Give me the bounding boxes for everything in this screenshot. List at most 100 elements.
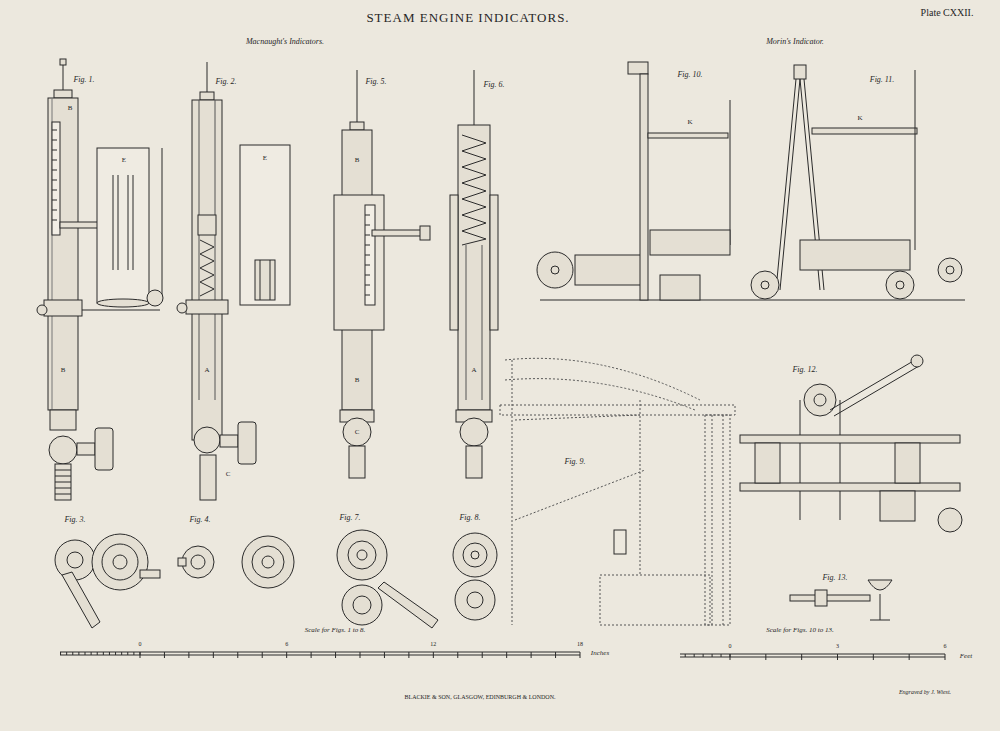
figure-label: Fig. 3. — [64, 516, 85, 524]
fig-10-morin-indicator-part — [551, 266, 559, 274]
fig-5-indicator-part — [349, 446, 365, 478]
scale-bars-part — [60, 652, 61, 655]
scale-bars-part — [66, 652, 67, 655]
fig-2-indicator-section-part — [200, 92, 214, 100]
fig-9-beam-engine-part — [515, 415, 645, 520]
fig-10-morin-indicator — [537, 62, 740, 300]
fig-11-morin-indicator-part — [794, 65, 806, 79]
fig-1-indicator-part — [44, 300, 82, 316]
fig-1-indicator-part — [52, 130, 57, 220]
plan-views-part — [182, 546, 214, 578]
plan-views-part — [467, 592, 483, 608]
scale-unit: Inches — [591, 650, 609, 657]
fig-1-indicator-part — [50, 410, 76, 430]
figure-label: Fig. 4. — [189, 516, 210, 524]
fig-2-indicator-section-part — [192, 100, 222, 440]
fig-2-indicator-section-part — [220, 435, 238, 447]
plan-views-part — [378, 582, 438, 628]
scale-bars-part — [721, 654, 722, 657]
scale-bars — [60, 652, 945, 660]
scale-bars-part — [109, 652, 110, 655]
scale-bars-part — [703, 654, 704, 657]
plan-views — [55, 530, 497, 628]
fig-11-morin-indicator-part — [915, 70, 916, 250]
fig-2-indicator-section-part — [194, 427, 220, 453]
fig-1-indicator — [37, 59, 163, 500]
figure-label: Fig. 5. — [365, 78, 386, 86]
plan-views-part — [252, 546, 284, 578]
plan-views-part — [348, 541, 376, 569]
scale-bars-part — [103, 652, 104, 655]
fig-2-indicator-section-part — [255, 260, 275, 300]
scale-caption: Scale for Figs. 1 to 8. — [305, 627, 365, 634]
fig-9-beam-engine-part — [512, 360, 513, 625]
scale-bars-part — [140, 652, 141, 655]
scale-bars-part — [730, 654, 731, 657]
fig-2-indicator-section-part — [260, 260, 270, 300]
scale-bars-part — [680, 657, 945, 658]
fig-9-beam-engine-part — [505, 358, 700, 400]
plate-number: Plate CXXII. — [921, 8, 974, 18]
fig-5-indicator-part — [420, 226, 430, 240]
fig-9-beam-engine-part — [712, 415, 723, 625]
scale-number: 3 — [836, 643, 839, 649]
scale-caption: Scale for Figs. 10 to 13. — [766, 627, 833, 634]
figure-label: Fig. 13. — [822, 574, 847, 582]
section-heading: Morin's Indicator. — [766, 38, 824, 46]
scale-bars-part — [115, 652, 116, 655]
fig-1-indicator-part — [60, 59, 66, 65]
fig-10-morin-indicator-part — [575, 255, 645, 285]
fig-1-indicator-part — [54, 90, 72, 98]
fig-11-morin-indicator-part — [800, 240, 910, 270]
plan-views-part — [262, 556, 274, 568]
plan-views-part — [337, 530, 387, 580]
fig-1-indicator-part — [52, 122, 60, 235]
scale-bars-part — [85, 652, 86, 655]
part-letter: A — [204, 367, 209, 374]
fig-13-detail-part — [880, 594, 881, 620]
publisher-imprint: BLACKIE & SON, GLASGOW, EDINBURGH & LOND… — [405, 694, 556, 700]
figure-label: Fig. 6. — [483, 81, 504, 89]
fig-1-indicator-part — [147, 290, 163, 306]
fig-2-indicator-section-part — [200, 240, 214, 296]
figure-label: Fig. 2. — [215, 78, 236, 86]
figure-label: Fig. 9. — [564, 458, 585, 466]
fig-6-indicator-section-part — [490, 195, 498, 330]
scale-bars-part — [433, 652, 434, 658]
scale-number: 12 — [430, 641, 436, 647]
scale-bars-part — [408, 652, 409, 658]
scale-bars-part — [60, 655, 580, 656]
fig-2-indicator-section-part — [240, 145, 290, 305]
fig-12-morin-plan-part — [804, 384, 836, 416]
scale-number: 6 — [944, 643, 947, 649]
scale-bars-part — [127, 652, 128, 655]
figure-label: Fig. 12. — [792, 366, 817, 374]
fig-12-morin-plan-part — [814, 394, 826, 406]
scale-number: 6 — [285, 641, 288, 647]
fig-6-indicator-section-part — [466, 446, 482, 478]
fig-2-indicator-section-part — [198, 215, 216, 235]
scale-bars-part — [311, 652, 312, 658]
fig-11-morin-indicator-part — [938, 258, 962, 282]
scale-bars-part — [555, 652, 556, 658]
fig-12-morin-plan-part — [740, 435, 960, 443]
fig-11-morin-indicator-part — [740, 300, 965, 301]
fig-1-indicator-part — [113, 175, 133, 270]
figure-label: Fig. 1. — [73, 76, 94, 84]
fig-5-indicator-part — [365, 215, 370, 295]
scale-bars-part — [873, 654, 874, 660]
scale-unit: Feet — [960, 653, 972, 660]
scale-number: 18 — [577, 641, 583, 647]
fig-1-indicator-part — [162, 148, 163, 300]
scale-bars-part — [730, 654, 731, 660]
scale-bars-part — [60, 652, 580, 653]
scale-bars-part — [121, 652, 122, 655]
scale-bars-part — [133, 652, 134, 655]
fig-1-indicator-part — [97, 148, 149, 303]
scale-bars-part — [384, 652, 385, 658]
fig-11-morin-indicator-part — [886, 271, 914, 299]
fig-6-indicator-section-part — [466, 245, 482, 400]
fig-6-indicator-section-part — [460, 418, 488, 446]
scale-bars-part — [360, 652, 361, 658]
fig-11-morin-indicator-part — [896, 281, 904, 289]
